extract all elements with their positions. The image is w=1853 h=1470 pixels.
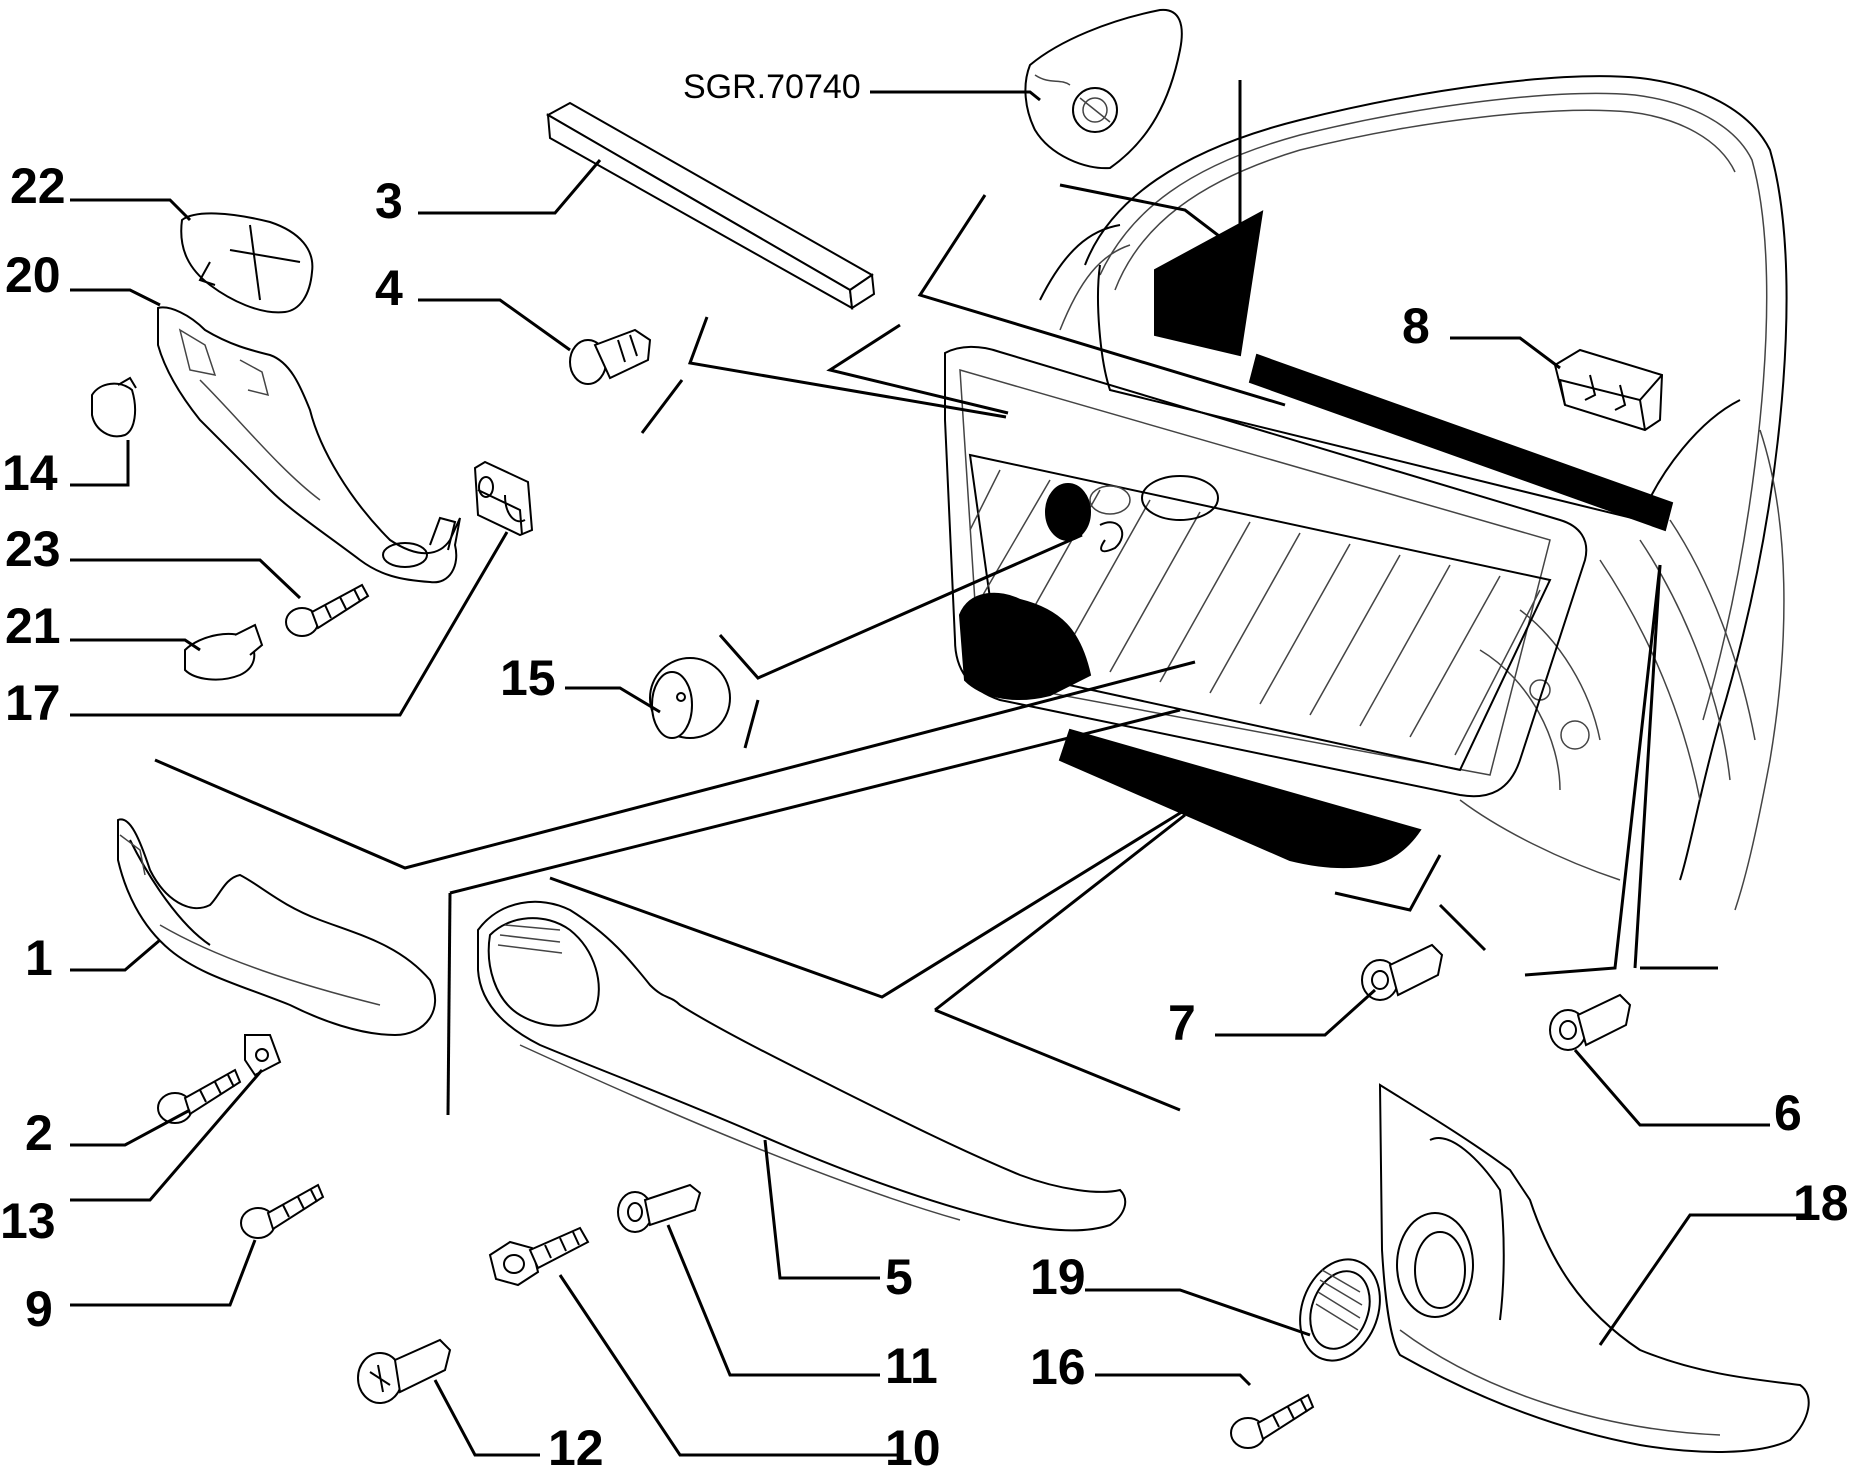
part-16-screw (1230, 1393, 1315, 1449)
reference-code: SGR.70740 (683, 68, 861, 106)
part-4-screw (569, 328, 652, 385)
part-5-trim-panel (477, 900, 1127, 1232)
part-7-fastener (1361, 943, 1444, 1001)
callout-16: 16 (1030, 1339, 1086, 1395)
callout-10: 10 (885, 1420, 941, 1470)
part-2-screw (157, 1068, 242, 1124)
callout-7: 7 (1168, 995, 1196, 1051)
callout-15: 15 (500, 650, 556, 706)
part-19-grille (1299, 1258, 1381, 1362)
part-17-bracket (473, 460, 534, 537)
part-10-bolt (488, 1226, 590, 1287)
part-8-clip (1553, 348, 1664, 432)
callout-20: 20 (5, 247, 61, 303)
part-12-fastener (357, 1338, 452, 1404)
part-13-washer (244, 1034, 282, 1077)
part-3-strip (545, 101, 876, 310)
part-sgr-cap (1024, 8, 1183, 170)
part-22-handle-cover (180, 212, 314, 314)
part-23-screw (285, 583, 370, 637)
part-20-pull-handle (157, 306, 461, 584)
inner-door-panel (944, 345, 1588, 869)
callout-13: 13 (0, 1193, 56, 1249)
callout-5: 5 (885, 1249, 913, 1305)
part-1-armrest (117, 818, 436, 1037)
callout-3: 3 (375, 173, 403, 229)
callout-22: 22 (10, 158, 66, 214)
callout-4: 4 (375, 260, 403, 316)
part-15-grommet (649, 657, 731, 739)
part-14-plug (91, 376, 137, 438)
callout-labels: SGR.70740 22 20 3 4 8 14 23 21 17 15 1 7… (0, 68, 1849, 1470)
part-11-fastener (617, 1183, 702, 1233)
callout-18: 18 (1793, 1175, 1849, 1231)
callout-9: 9 (25, 1281, 53, 1337)
callout-17: 17 (5, 675, 61, 731)
part-18-door-panel (1378, 1083, 1810, 1453)
callout-2: 2 (25, 1105, 53, 1161)
callout-11: 11 (885, 1338, 938, 1394)
part-6-fastener (1549, 993, 1632, 1051)
callout-23: 23 (5, 521, 61, 577)
callout-6: 6 (1774, 1085, 1802, 1141)
part-9-screw (240, 1183, 325, 1239)
callout-8: 8 (1402, 298, 1430, 354)
callout-14: 14 (2, 445, 58, 501)
callout-19: 19 (1030, 1249, 1086, 1305)
callout-1: 1 (25, 930, 53, 986)
callout-21: 21 (5, 598, 61, 654)
callout-12: 12 (548, 1420, 604, 1470)
leader-lines (70, 80, 1810, 1457)
part-21-button (184, 623, 264, 681)
